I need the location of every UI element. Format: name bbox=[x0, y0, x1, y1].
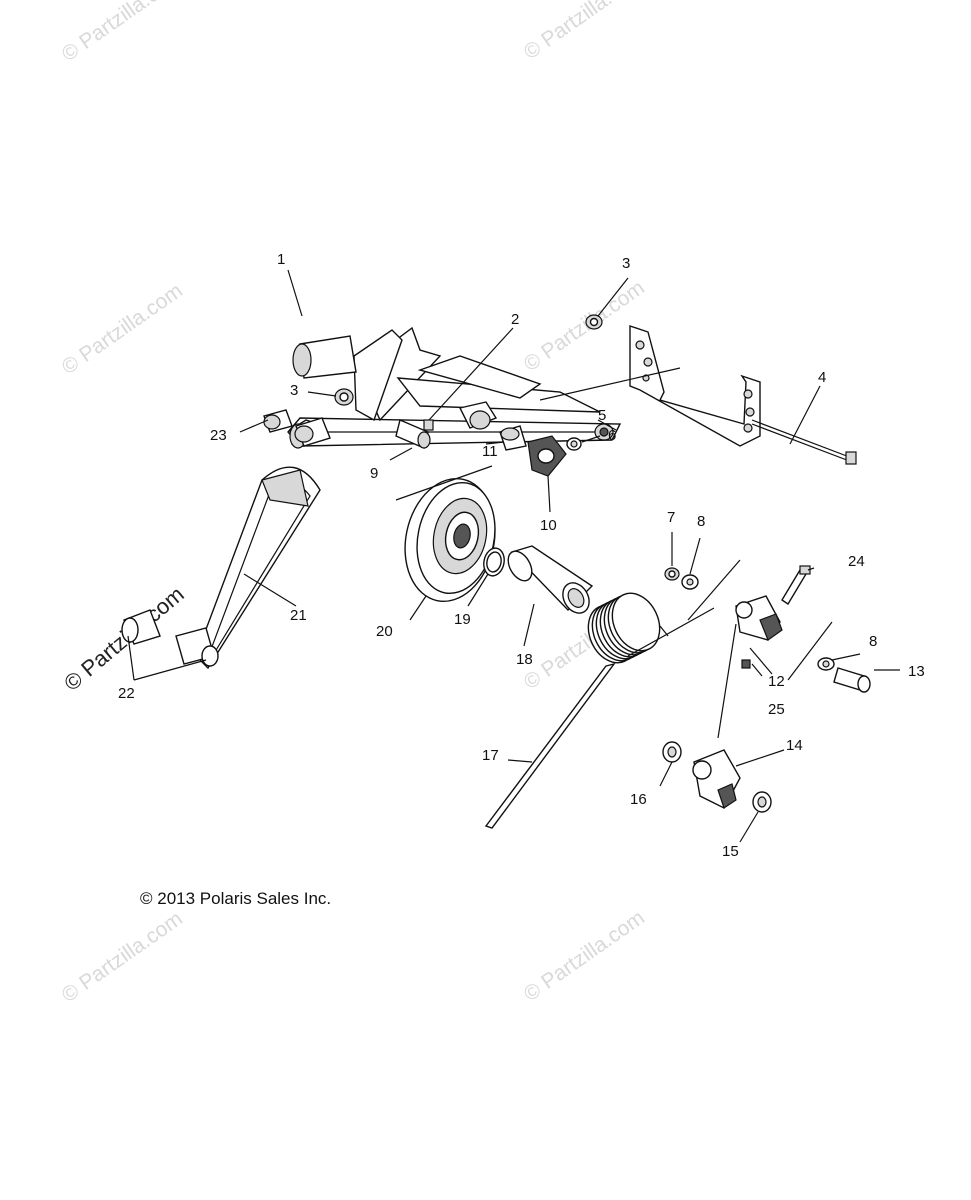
callout-4: 4 bbox=[818, 369, 826, 386]
part-11-bushing bbox=[499, 425, 527, 451]
watermark-7: © Partzilla.com bbox=[520, 906, 649, 1006]
part-8-washer-upper bbox=[681, 574, 699, 590]
callout-3-top: 3 bbox=[622, 255, 630, 272]
callout-21: 21 bbox=[290, 607, 307, 624]
part-24-bolt bbox=[781, 565, 811, 605]
spring-coil bbox=[611, 592, 661, 652]
part-15-bushing bbox=[752, 791, 772, 813]
callout-13: 13 bbox=[908, 663, 925, 680]
part-13-bolt bbox=[833, 667, 871, 693]
part-20-idler-wheel bbox=[395, 465, 496, 603]
watermark-layer: © Partzilla.com © Partzilla.com © Partzi… bbox=[58, 0, 649, 1007]
leader-lines bbox=[127, 269, 900, 843]
callout-6: 6 bbox=[608, 427, 616, 444]
watermark-6: © Partzilla.com bbox=[58, 907, 187, 1007]
callout-19: 19 bbox=[454, 611, 471, 628]
part-9-bolt bbox=[395, 419, 431, 449]
copyright-notice: © 2013 Polaris Sales Inc. bbox=[140, 889, 331, 908]
watermark-3: © Partzilla.com bbox=[58, 279, 187, 379]
part-23-bushings bbox=[263, 409, 331, 447]
callout-3-left: 3 bbox=[290, 382, 298, 399]
watermark-1: © Partzilla.com bbox=[58, 0, 187, 66]
callout-12: 12 bbox=[768, 673, 785, 690]
callout-20: 20 bbox=[376, 623, 393, 640]
callout-17: 17 bbox=[482, 747, 499, 764]
part-7-nut bbox=[664, 567, 680, 581]
callout-9: 9 bbox=[370, 465, 378, 482]
part-12-pivot bbox=[735, 595, 783, 641]
part-17-torsion-spring bbox=[484, 592, 715, 829]
part-21-arm bbox=[121, 466, 321, 670]
callout-23: 23 bbox=[210, 427, 227, 444]
callout-15: 15 bbox=[722, 843, 739, 860]
part-3-nut-top bbox=[585, 314, 603, 330]
callout-2: 2 bbox=[511, 311, 519, 328]
part-16-bushing bbox=[662, 741, 682, 763]
watermark-2: © Partzilla.com bbox=[520, 0, 649, 64]
callout-labels: 1 2 3 3 4 5 6 7 8 8 9 10 11 12 13 14 15 … bbox=[118, 251, 925, 860]
part-19-ring bbox=[483, 547, 505, 577]
callout-1: 1 bbox=[277, 251, 285, 268]
callout-8-upper: 8 bbox=[697, 513, 705, 530]
part-6-washer bbox=[566, 437, 582, 451]
part-4-bracket bbox=[629, 325, 857, 465]
callout-11: 11 bbox=[482, 443, 498, 460]
part-8-washer-lower bbox=[817, 657, 835, 671]
callout-14: 14 bbox=[786, 737, 803, 754]
callout-16: 16 bbox=[630, 791, 647, 808]
callout-24: 24 bbox=[848, 553, 865, 570]
part-10-cam bbox=[527, 435, 567, 477]
part-25-fitting bbox=[741, 659, 751, 669]
callout-5: 5 bbox=[598, 407, 606, 424]
callout-18: 18 bbox=[516, 651, 533, 668]
part-14-pivot bbox=[692, 749, 741, 809]
callout-10: 10 bbox=[540, 517, 557, 534]
callout-8-lower: 8 bbox=[869, 633, 877, 650]
callout-7: 7 bbox=[667, 509, 675, 526]
part-18-sleeve bbox=[507, 545, 594, 614]
callout-25: 25 bbox=[768, 701, 785, 718]
part-3-nut-left bbox=[334, 388, 354, 406]
callout-22: 22 bbox=[118, 685, 135, 702]
part-2-grease-fitting bbox=[423, 327, 514, 431]
